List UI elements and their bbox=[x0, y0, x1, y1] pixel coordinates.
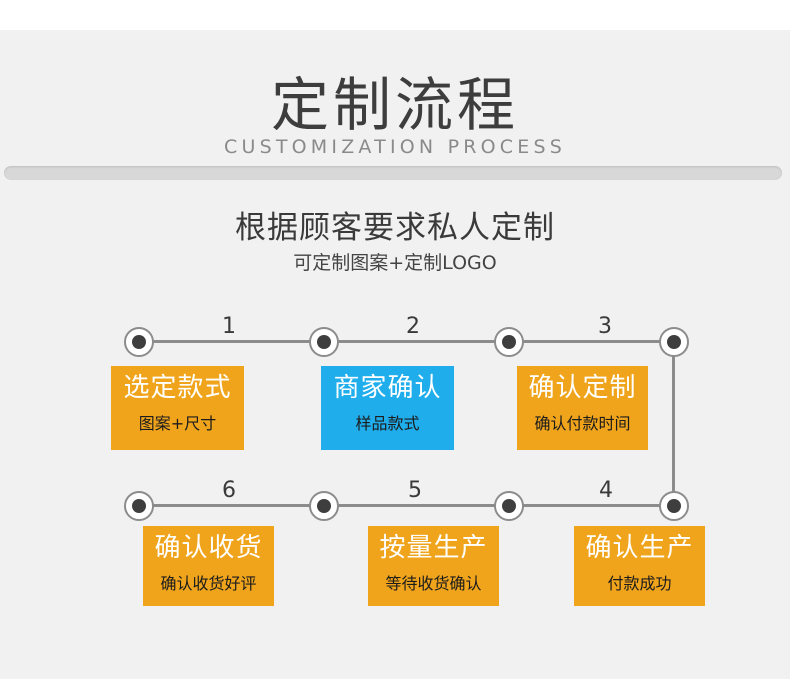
connector-line-right bbox=[672, 341, 675, 505]
timeline-node bbox=[494, 491, 524, 521]
step-number: 5 bbox=[408, 478, 422, 503]
step-number: 4 bbox=[599, 478, 613, 503]
intro-heading: 根据顾客要求私人定制 bbox=[235, 210, 555, 246]
intro-caption: 可定制图案+定制LOGO bbox=[293, 252, 497, 274]
timeline-node-dot bbox=[502, 499, 516, 513]
timeline-node-dot bbox=[317, 499, 331, 513]
step-card-desc: 确认收货好评 bbox=[160, 574, 257, 593]
timeline-node-dot bbox=[132, 335, 146, 349]
page-subtitle: CUSTOMIZATION PROCESS bbox=[224, 136, 566, 158]
connector-line-top bbox=[138, 340, 675, 343]
step-card-desc: 等待收货确认 bbox=[385, 574, 482, 593]
step-number: 2 bbox=[406, 314, 420, 339]
divider-bar bbox=[4, 166, 782, 180]
step-number: 1 bbox=[222, 314, 236, 339]
timeline-node-dot bbox=[317, 335, 331, 349]
step-card-title: 商家确认 bbox=[333, 373, 442, 403]
step-card-confirm-custom: 确认定制 确认付款时间 bbox=[517, 366, 648, 450]
step-card-desc: 确认付款时间 bbox=[534, 414, 631, 433]
timeline-node bbox=[309, 327, 339, 357]
step-card-mass-production: 按量生产 等待收货确认 bbox=[368, 526, 499, 606]
step-card-desc: 样品款式 bbox=[355, 414, 420, 433]
step-card-select-style: 选定款式 图案+尺寸 bbox=[111, 366, 244, 450]
timeline-node bbox=[659, 327, 689, 357]
step-card-confirm-production: 确认生产 付款成功 bbox=[574, 526, 705, 606]
step-card-merchant-confirm: 商家确认 样品款式 bbox=[321, 366, 454, 450]
step-card-title: 确认定制 bbox=[528, 373, 637, 403]
step-card-title: 选定款式 bbox=[123, 373, 232, 403]
timeline-node-dot bbox=[667, 499, 681, 513]
step-number: 3 bbox=[598, 314, 612, 339]
step-card-title: 按量生产 bbox=[379, 533, 488, 563]
page-title: 定制流程 bbox=[270, 71, 519, 139]
step-card-title: 确认生产 bbox=[585, 533, 694, 563]
step-number: 6 bbox=[222, 478, 236, 503]
connector-line-bottom bbox=[138, 504, 675, 507]
timeline-node bbox=[494, 327, 524, 357]
step-card-confirm-receipt: 确认收货 确认收货好评 bbox=[143, 526, 274, 606]
timeline-node-dot bbox=[132, 499, 146, 513]
step-card-desc: 付款成功 bbox=[607, 574, 672, 593]
timeline-node-dot bbox=[502, 335, 516, 349]
timeline-node bbox=[124, 327, 154, 357]
timeline-node-dot bbox=[667, 335, 681, 349]
timeline-node bbox=[124, 491, 154, 521]
step-card-title: 确认收货 bbox=[154, 533, 263, 563]
timeline-node bbox=[659, 491, 689, 521]
step-card-desc: 图案+尺寸 bbox=[138, 414, 217, 433]
timeline-node bbox=[309, 491, 339, 521]
